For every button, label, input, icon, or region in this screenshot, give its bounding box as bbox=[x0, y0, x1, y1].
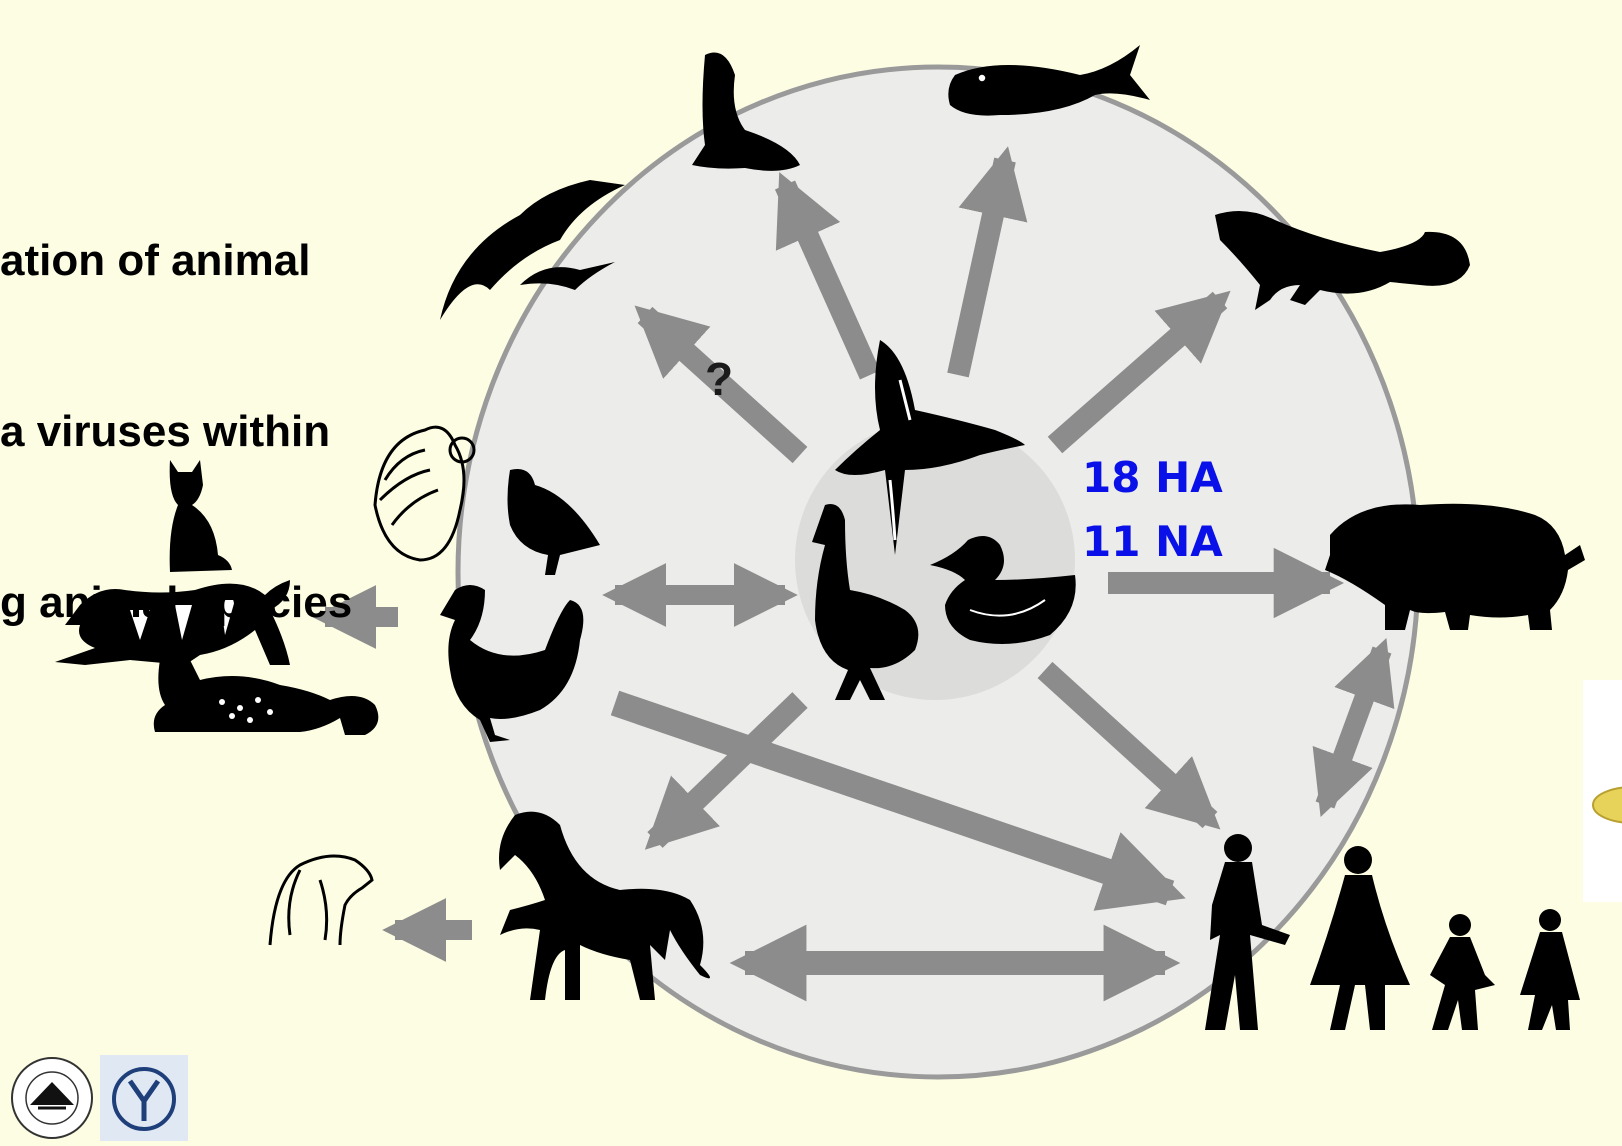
title-line-3: g animal species bbox=[0, 574, 352, 631]
ha-count: 18 HA bbox=[1082, 446, 1223, 510]
nih-seal-logo bbox=[12, 1058, 92, 1138]
diagram-title: ation of animal a viruses within g anima… bbox=[0, 118, 352, 688]
unknown-transmission-marker: ? bbox=[705, 352, 733, 406]
subtype-label: 18 HA 11 NA bbox=[1082, 446, 1223, 574]
niaid-logo bbox=[100, 1055, 188, 1141]
title-line-1: ation of animal bbox=[0, 232, 352, 289]
niaid-logo-icon bbox=[100, 1055, 188, 1141]
title-line-2: a viruses within bbox=[0, 403, 352, 460]
na-count: 11 NA bbox=[1082, 510, 1223, 574]
coin-icon bbox=[1583, 680, 1622, 902]
dog-icon bbox=[270, 856, 372, 945]
right-side-panel bbox=[1583, 680, 1622, 902]
